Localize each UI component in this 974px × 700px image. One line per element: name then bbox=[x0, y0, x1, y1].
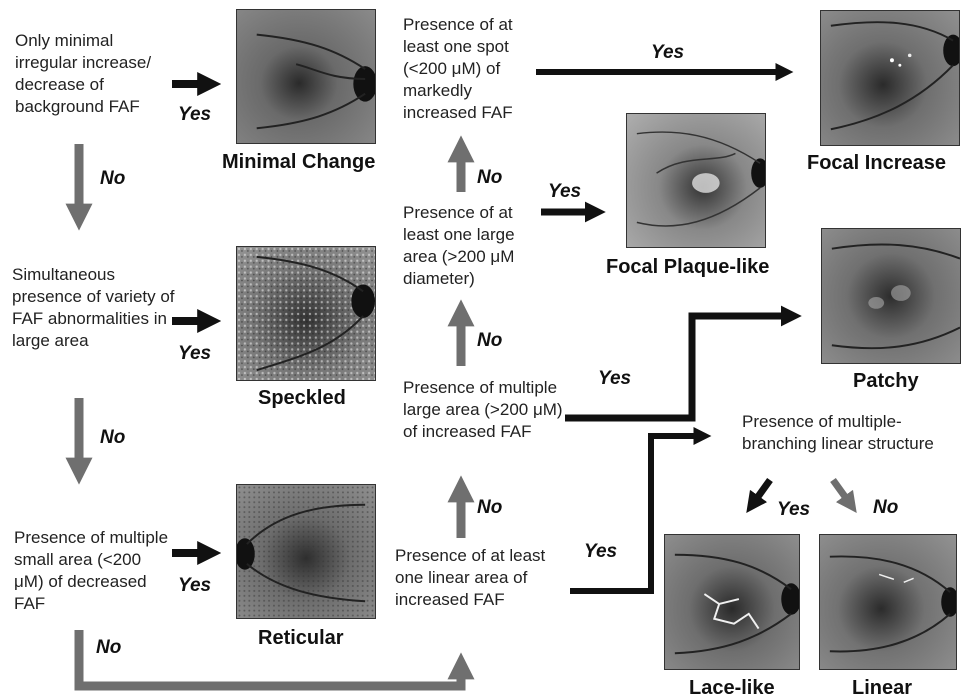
answer-no-q8: No bbox=[873, 497, 898, 519]
answer-yes-q5: Yes bbox=[598, 368, 631, 390]
answer-yes-q8: Yes bbox=[777, 499, 810, 521]
answer-yes-q3: Yes bbox=[178, 575, 211, 597]
answer-yes-q4: Yes bbox=[584, 541, 617, 563]
answer-yes-q6: Yes bbox=[548, 181, 581, 203]
answer-no-q3: No bbox=[96, 637, 121, 659]
fundus-image-linear bbox=[819, 534, 957, 670]
question-spot: Presence of at least one spot (<200 μM) … bbox=[403, 14, 543, 124]
fundus-image-focal-plaque bbox=[626, 113, 766, 248]
question-multiple-large-area: Presence of multiple large area (>200 μM… bbox=[403, 377, 565, 443]
question-branching-structure: Presence of multiple-branching linear st… bbox=[742, 411, 942, 455]
question-speckled: Simultaneous presence of variety of FAF … bbox=[12, 264, 182, 352]
fundus-image-lace-like bbox=[664, 534, 800, 670]
fundus-image-minimal-change bbox=[236, 9, 376, 144]
yes-arrow-q5 bbox=[565, 316, 792, 418]
answer-no-q5: No bbox=[477, 330, 502, 352]
answer-no-q1: No bbox=[100, 168, 125, 190]
question-one-large-area: Presence of at least one large area (>20… bbox=[403, 202, 543, 290]
answer-yes-q1: Yes bbox=[178, 104, 211, 126]
fundus-image-focal-increase bbox=[820, 10, 960, 146]
label-minimal-change: Minimal Change bbox=[222, 151, 375, 174]
label-focal-plaque: Focal Plaque-like bbox=[606, 256, 769, 279]
answer-yes-q7: Yes bbox=[651, 42, 684, 64]
answer-no-q4: No bbox=[477, 497, 502, 519]
yes-arrow-q8 bbox=[752, 480, 770, 505]
question-reticular: Presence of multiple small area (<200 μM… bbox=[14, 527, 174, 615]
label-lace-like: Lace-like bbox=[689, 677, 775, 700]
no-arrow-q8 bbox=[833, 480, 851, 505]
fundus-image-patchy bbox=[821, 228, 961, 364]
answer-no-q6: No bbox=[477, 167, 502, 189]
label-speckled: Speckled bbox=[258, 387, 346, 410]
label-patchy: Patchy bbox=[853, 370, 919, 393]
label-linear: Linear bbox=[852, 677, 912, 700]
fundus-image-reticular bbox=[236, 484, 376, 619]
fundus-image-speckled bbox=[236, 246, 376, 381]
question-minimal-change: Only minimal irregular increase/ decreas… bbox=[15, 30, 175, 118]
answer-yes-q2: Yes bbox=[178, 343, 211, 365]
label-focal-increase: Focal Increase bbox=[807, 152, 946, 175]
question-linear-area: Presence of at least one linear area of … bbox=[395, 545, 555, 611]
answer-no-q2: No bbox=[100, 427, 125, 449]
label-reticular: Reticular bbox=[258, 627, 344, 650]
